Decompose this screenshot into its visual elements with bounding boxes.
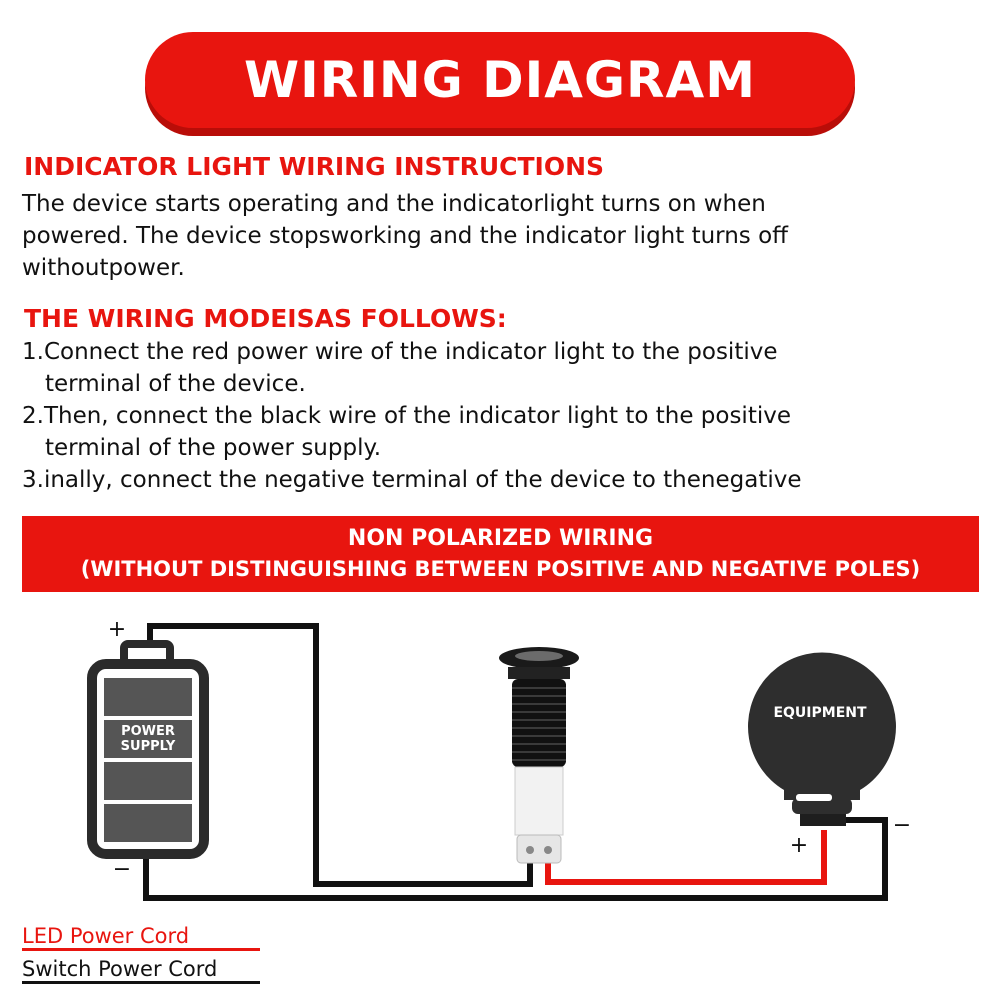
- power-supply-battery: POWER SUPPLY + −: [87, 617, 209, 882]
- page-title: WIRING DIAGRAM: [244, 51, 756, 109]
- equipment-negative-sign: −: [893, 813, 911, 838]
- equipment-positive-sign: +: [790, 833, 808, 858]
- instructions-line: The device starts operating and the indi…: [22, 191, 766, 217]
- wiring-diagram: POWER SUPPLY + − EQUIPME: [87, 617, 911, 901]
- equipment-device: EQUIPMENT + −: [748, 652, 911, 858]
- non-polarized-banner: NON POLARIZED WIRING (WITHOUT DISTINGUIS…: [22, 516, 979, 592]
- instructions-paragraph: The device starts operating and the indi…: [22, 188, 972, 284]
- equipment-label: EQUIPMENT: [773, 705, 867, 721]
- instructions-line: powered. The device stopsworking and the…: [22, 223, 789, 249]
- legend-switch-line: [22, 981, 260, 984]
- banner-line-2: (WITHOUT DISTINGUISHING BETWEEN POSITIVE…: [80, 557, 921, 581]
- indicator-lens: [515, 651, 563, 661]
- black-wire-battery-positive: [147, 623, 533, 887]
- battery-cell-3: [104, 762, 192, 800]
- legend-led-line: [22, 948, 260, 951]
- battery-label-line-2: SUPPLY: [121, 739, 176, 754]
- battery-negative-sign: −: [113, 857, 131, 882]
- legend-led-power-cord: LED Power Cord: [22, 924, 190, 948]
- step-1-line-1: 1.Connect the red power wire of the indi…: [22, 339, 778, 365]
- battery-label-line-1: POWER: [121, 724, 175, 739]
- equipment-connector: [792, 798, 852, 814]
- indicator-threads: [512, 687, 566, 761]
- title-banner: WIRING DIAGRAM: [145, 32, 855, 128]
- indicator-base: [516, 834, 562, 864]
- indicator-white-housing: [514, 766, 564, 836]
- black-wire-battery-negative: [143, 817, 888, 901]
- battery-cell-4: [104, 804, 192, 842]
- equipment-terminal-block: [800, 814, 846, 826]
- indicator-pin-right: [544, 846, 552, 854]
- step-3-line-1: 3.inally, connect the negative terminal …: [22, 467, 802, 493]
- battery-cell-2: [104, 720, 192, 758]
- wiring-mode-heading: THE WIRING MODEISAS FOLLOWS:: [24, 304, 507, 333]
- battery-cell-1: [104, 678, 192, 716]
- step-1-line-2: terminal of the device.: [45, 371, 306, 397]
- legend-switch-power-cord: Switch Power Cord: [22, 957, 218, 981]
- instructions-line: withoutpower.: [22, 255, 185, 281]
- equipment-body: [748, 652, 896, 800]
- indicator-pin-left: [526, 846, 534, 854]
- indicator-threaded-body: [512, 679, 566, 767]
- battery-positive-sign: +: [108, 617, 126, 642]
- step-2-line-2: terminal of the power supply.: [45, 435, 382, 461]
- instructions-heading: INDICATOR LIGHT WIRING INSTRUCTIONS: [24, 152, 605, 181]
- indicator-nut: [508, 667, 570, 679]
- red-wire-led-power: [545, 830, 827, 885]
- indicator-light: [499, 647, 579, 864]
- equipment-indicator-slot: [796, 794, 832, 801]
- banner-line-1: NON POLARIZED WIRING: [347, 526, 654, 551]
- step-2-line-1: 2.Then, connect the black wire of the in…: [22, 403, 791, 429]
